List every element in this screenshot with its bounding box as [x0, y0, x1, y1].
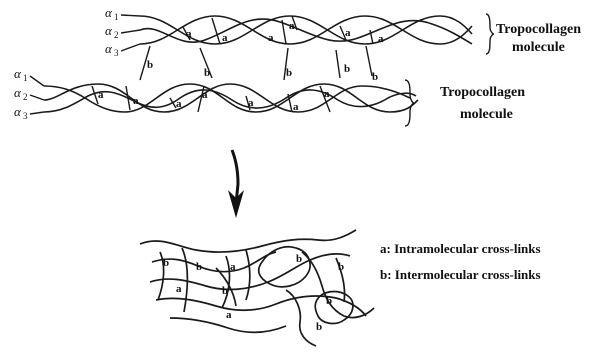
top-intra-crosslinks: a a a a a a: [183, 16, 384, 45]
crosslink-b-mark: b: [286, 67, 292, 79]
crosslink-a-mark: a: [176, 283, 182, 295]
crosslink-b-mark: b: [326, 295, 332, 307]
crosslink-a-mark: a: [98, 89, 104, 101]
bottom-molecule-label: Tropocollagen molecule: [405, 80, 525, 126]
crosslink-a-mark: a: [248, 97, 254, 109]
crosslink-a-mark: a: [289, 20, 295, 32]
bottom-chain-label-alpha3-greek: α: [14, 104, 22, 119]
bottom-molecule-title-line2: molecule: [460, 107, 513, 122]
top-molecule-label: Tropocollagen molecule: [486, 14, 581, 55]
bottom-chain-label-alpha2-sub: 2: [23, 92, 28, 102]
crosslink-a-mark: a: [293, 101, 299, 113]
crosslink-a-mark: a: [345, 27, 351, 39]
down-arrow: [228, 150, 244, 218]
top-chain-label-alpha2-greek: α: [105, 23, 113, 38]
crosslink-a-mark: a: [133, 95, 139, 107]
top-molecule-title-line1: Tropocollagen: [496, 22, 581, 37]
inter-crosslinks-between-molecules: b b b b b: [140, 46, 378, 83]
legend: a: Intramolecular cross-links b: Intermo…: [380, 241, 541, 282]
crosslink-b-mark: b: [147, 59, 153, 71]
crosslink-b-mark: b: [222, 285, 228, 297]
top-chain-label-alpha1-greek: α: [105, 5, 113, 20]
legend-inter: b: Intermolecular cross-links: [380, 267, 541, 282]
crosslink-b-mark: b: [204, 67, 210, 79]
crosslink-a-mark: a: [324, 88, 330, 100]
crosslink-a-mark: a: [230, 261, 236, 273]
top-chain-labels: α 1 α 2 α 3: [105, 5, 140, 58]
top-chain-label-alpha1-sub: 1: [114, 12, 119, 22]
crosslink-a-mark: a: [186, 28, 192, 40]
bottom-chain-label-alpha1-sub: 1: [23, 73, 28, 83]
legend-intra: a: Intramolecular cross-links: [380, 241, 541, 256]
top-chain-label-alpha2-sub: 2: [114, 30, 119, 40]
crosslink-b-mark: b: [338, 261, 344, 273]
top-molecule-title-line2: molecule: [512, 40, 565, 55]
crosslink-b-mark: b: [344, 63, 350, 75]
crosslink-b-mark: b: [196, 261, 202, 273]
top-chain-label-alpha3-sub: 3: [114, 48, 119, 58]
crosslink-a-mark: a: [268, 32, 274, 44]
top-chain-label-alpha3-greek: α: [105, 41, 113, 56]
crosslink-b-mark: b: [372, 71, 378, 83]
crosslink-a-mark: a: [378, 33, 384, 45]
bottom-chain-label-alpha2-greek: α: [14, 85, 22, 100]
crosslink-b-mark: b: [163, 257, 169, 269]
crosslink-a-mark: a: [176, 98, 182, 110]
crosslinked-network: b b a b a b b a b b: [140, 230, 374, 346]
crosslink-b-mark: b: [296, 253, 302, 265]
crosslink-a-mark: a: [202, 89, 208, 101]
bottom-chain-label-alpha3-sub: 3: [23, 111, 28, 121]
bottom-chain-labels: α 1 α 2 α 3: [14, 66, 44, 121]
bottom-chain-label-alpha1-greek: α: [14, 66, 22, 81]
crosslink-a-mark: a: [226, 309, 232, 321]
crosslink-a-mark: a: [222, 32, 228, 44]
crosslink-b-mark: b: [316, 321, 322, 333]
bottom-molecule-title-line1: Tropocollagen: [440, 85, 525, 100]
